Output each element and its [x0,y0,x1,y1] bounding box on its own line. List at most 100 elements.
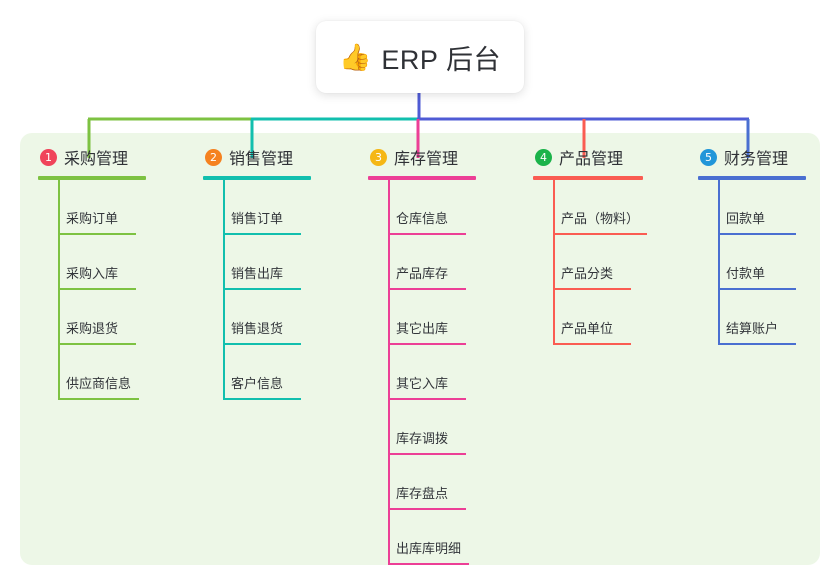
branch-items-5: 回款单付款单结算账户 [698,180,806,345]
diagram-background-panel [20,133,820,565]
leaf-item-label: 回款单 [726,211,766,226]
branch-underline-1 [38,176,146,180]
leaf-item-underline [718,288,796,290]
branch-items-3: 仓库信息产品库存其它出库其它入库库存调拨库存盘点出库库明细 [368,180,476,565]
leaf-item-underline [718,233,796,235]
branch-underline-5 [698,176,806,180]
leaf-item[interactable]: 付款单 [698,235,806,290]
leaf-item-label: 仓库信息 [396,211,449,226]
leaf-item-underline [223,343,301,345]
branch-badge-3: 3 [370,148,387,166]
leaf-item-underline [58,288,136,290]
branch-column-1: 1 采购管理采购订单采购入库采购退货供应商信息 [38,143,146,400]
leaf-item-underline [58,343,136,345]
leaf-item-label: 出库库明细 [396,541,462,556]
leaf-item[interactable]: 库存调拨 [368,400,476,455]
branch-spine-1 [58,180,60,400]
branch-spine-2 [223,180,225,400]
branch-header-3[interactable]: 3 库存管理 [368,143,476,171]
branch-badge-5: 5 [700,148,717,166]
leaf-item-underline [388,398,466,400]
leaf-item-label: 库存盘点 [396,486,449,501]
leaf-item-label: 供应商信息 [66,376,132,391]
branch-title-5: 财务管理 [724,151,789,168]
leaf-item-label: 结算账户 [726,321,779,336]
leaf-item-underline [58,233,136,235]
leaf-item-underline [58,398,139,400]
leaf-item-label: 销售退货 [231,321,284,336]
branch-items-1: 采购订单采购入库采购退货供应商信息 [38,180,146,400]
branch-items-2: 销售订单销售出库销售退货客户信息 [203,180,311,400]
leaf-item[interactable]: 销售退货 [203,290,311,345]
leaf-item-underline [223,288,301,290]
branch-title-3: 库存管理 [394,151,459,168]
leaf-item-label: 其它出库 [396,321,449,336]
leaf-item[interactable]: 仓库信息 [368,180,476,235]
leaf-item[interactable]: 回款单 [698,180,806,235]
branch-spine-4 [553,180,555,345]
leaf-item[interactable]: 库存盘点 [368,455,476,510]
leaf-item[interactable]: 其它入库 [368,345,476,400]
leaf-item-underline [223,233,301,235]
thumbs-up-icon: 👍 [339,42,372,72]
branch-title-1: 采购管理 [64,151,129,168]
leaf-item-underline [388,288,466,290]
branch-badge-2: 2 [205,148,222,166]
leaf-item[interactable]: 出库库明细 [368,510,476,565]
leaf-item-label: 产品分类 [561,266,614,281]
leaf-item-underline [553,288,631,290]
leaf-item[interactable]: 结算账户 [698,290,806,345]
leaf-item-label: 付款单 [726,266,766,281]
leaf-item-underline [388,508,466,510]
leaf-item-underline [223,398,301,400]
branch-spine-5 [718,180,720,345]
leaf-item-label: 销售出库 [231,266,284,281]
branch-column-5: 5 财务管理回款单付款单结算账户 [698,143,806,345]
leaf-item-underline [718,343,796,345]
branch-header-4[interactable]: 4 产品管理 [533,143,643,171]
leaf-item-underline [388,453,466,455]
leaf-item[interactable]: 产品（物料） [533,180,647,235]
branch-header-2[interactable]: 2 销售管理 [203,143,311,171]
branch-header-1[interactable]: 1 采购管理 [38,143,146,171]
root-node-title: ERP 后台 [381,44,501,75]
leaf-item[interactable]: 其它出库 [368,290,476,345]
leaf-item-underline [388,563,469,565]
leaf-item[interactable]: 采购入库 [38,235,146,290]
branch-column-3: 3 库存管理仓库信息产品库存其它出库其它入库库存调拨库存盘点出库库明细 [368,143,476,565]
leaf-item[interactable]: 产品单位 [533,290,643,345]
branch-title-4: 产品管理 [559,151,624,168]
leaf-item-label: 产品（物料） [561,211,640,226]
leaf-item-label: 采购入库 [66,266,119,281]
leaf-item-underline [388,343,466,345]
branch-column-4: 4 产品管理产品（物料） 产品分类产品单位 [533,143,647,345]
branch-title-2: 销售管理 [229,151,294,168]
leaf-item[interactable]: 销售出库 [203,235,311,290]
leaf-item[interactable]: 产品库存 [368,235,476,290]
leaf-item[interactable]: 产品分类 [533,235,643,290]
leaf-item[interactable]: 采购退货 [38,290,146,345]
branch-badge-1: 1 [40,148,57,166]
leaf-item-underline [553,343,631,345]
leaf-item-underline [388,233,466,235]
leaf-item-label: 产品单位 [561,321,614,336]
leaf-item-label: 客户信息 [231,376,284,391]
leaf-item-label: 销售订单 [231,211,284,226]
branch-underline-2 [203,176,311,180]
branch-items-4: 产品（物料） 产品分类产品单位 [533,180,647,345]
root-node[interactable]: 👍 ERP 后台 [316,21,524,93]
branch-underline-3 [368,176,476,180]
leaf-item[interactable]: 供应商信息 [38,345,146,400]
leaf-item-label: 其它入库 [396,376,449,391]
branch-header-5[interactable]: 5 财务管理 [698,143,806,171]
leaf-item-label: 库存调拨 [396,431,449,446]
leaf-item[interactable]: 销售订单 [203,180,311,235]
leaf-item[interactable]: 客户信息 [203,345,311,400]
branch-underline-4 [533,176,643,180]
leaf-item-label: 采购退货 [66,321,119,336]
leaf-item[interactable]: 采购订单 [38,180,146,235]
leaf-item-label: 产品库存 [396,266,449,281]
branch-badge-4: 4 [535,148,552,166]
branch-spine-3 [388,180,390,565]
